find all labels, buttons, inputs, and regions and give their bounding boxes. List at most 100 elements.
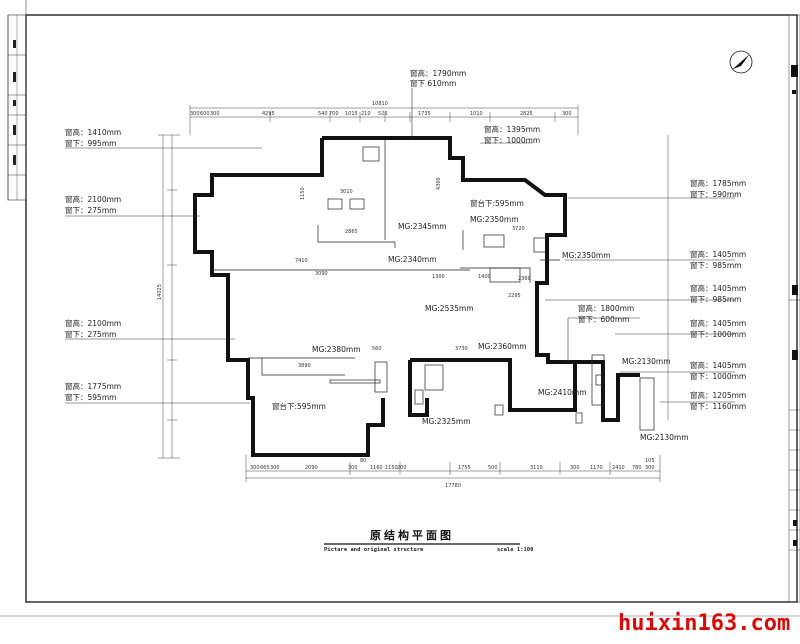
top-dim-4: 540: [318, 111, 328, 117]
inner-dim-8: 1400: [478, 274, 491, 280]
door-height-2535: MG:2535mm: [425, 304, 474, 313]
bottom-dim-0: 300: [250, 465, 260, 471]
drawing-title: 原结构平面图: [370, 528, 454, 542]
door-height-2350a: MG:2350mm: [470, 215, 519, 224]
right-window-2-sill: 窗下：985mm: [690, 260, 741, 270]
window-leader-lines: [65, 88, 735, 420]
bottom-dim-14: 2410: [612, 465, 625, 471]
right-window-1-sill: 窗下：590mm: [690, 189, 741, 199]
top-dim-0: 300: [190, 111, 200, 117]
top-dim-8: 525: [378, 111, 388, 117]
top-dim-6: 1015: [345, 111, 358, 117]
bottom-dim-6: 1160: [370, 465, 383, 471]
mid-window-height: 窗高：1800mm: [578, 303, 634, 313]
inner-dim-2: 2865: [345, 229, 358, 235]
top-total-dimension: 10810: [372, 101, 388, 107]
right-title-strip: [788, 14, 800, 603]
right-window-3-sill: 窗下：985mm: [690, 294, 741, 304]
door-height-2360: MG:2360mm: [478, 342, 527, 351]
mid-window-sill: 窗下：600mm: [578, 314, 629, 324]
bottom-dim-3: 2090: [305, 465, 318, 471]
bottom-dim-17: 105: [645, 458, 655, 464]
top-dim-1: 600: [200, 111, 210, 117]
site-watermark: huixin163.com: [618, 611, 790, 636]
top-dim-9: 1735: [418, 111, 431, 117]
door-height-2130b: MG:2130mm: [640, 433, 689, 442]
left-window-2-height: 窗高：2100mm: [65, 194, 121, 204]
door-height-2410: MG:2410mm: [538, 388, 587, 397]
top-dim-7: 210: [361, 111, 371, 117]
bottom-dim-15: 780: [632, 465, 642, 471]
bottom-dim-16: 300: [645, 465, 655, 471]
bottom-dim-4: 80: [360, 458, 366, 464]
inner-dim-13: 560: [372, 346, 382, 352]
left-window-2-sill: 窗下：275mm: [65, 205, 116, 215]
inner-dim-9: 2369: [518, 276, 531, 282]
bottom-dimension-chain: [245, 455, 661, 482]
bottom-dim-12: 300: [570, 465, 580, 471]
left-window-1-height: 窗高：1410mm: [65, 127, 121, 137]
door-height-2130a: MG:2130mm: [622, 357, 671, 366]
left-dimension-chain: [158, 134, 180, 459]
right-window-4-sill: 窗下：1000mm: [690, 329, 746, 339]
inner-dim-6: 3090: [315, 271, 328, 277]
left-title-strip: [7, 14, 27, 201]
inner-dim-10: 2295: [508, 293, 521, 299]
top-dim-2: 300: [210, 111, 220, 117]
inner-dim-5: 7410: [295, 258, 308, 264]
top-dim-10: 1010: [470, 111, 483, 117]
door-height-2345: MG:2345mm: [398, 222, 447, 231]
right-window-4-height: 窗高：1405mm: [690, 318, 746, 328]
inner-dim-0: 3010: [340, 189, 353, 195]
bottom-dim-10: 500: [488, 465, 498, 471]
sill-note-lower: 窗台下:595mm: [272, 401, 326, 411]
inner-dim-4: 3720: [512, 226, 525, 232]
right-window-2-height: 窗高：1405mm: [690, 249, 746, 259]
bottom-dim-1: 665: [260, 465, 270, 471]
left-window-4-height: 窗高：1775mm: [65, 381, 121, 391]
right-window-1-height: 窗高：1785mm: [690, 178, 746, 188]
top-dim-3: 4295: [262, 111, 275, 117]
left-window-3-sill: 窗下：275mm: [65, 329, 116, 339]
sill-note-upper: 窗台下:595mm: [470, 198, 524, 208]
top-dim-11: 2825: [520, 111, 533, 117]
bottom-total-dimension: 17780: [445, 483, 461, 489]
door-height-2340: MG:2340mm: [388, 255, 437, 264]
left-window-1-sill: 窗下：995mm: [65, 138, 116, 148]
top-dimension-chain: [189, 105, 579, 135]
bottom-dim-2: 300: [270, 465, 280, 471]
right-window-6-height: 窗高：1205mm: [690, 390, 746, 400]
door-height-2325: MG:2325mm: [422, 417, 471, 426]
bottom-dim-13: 1170: [590, 465, 603, 471]
right-window-6-sill: 窗下：1160mm: [690, 401, 746, 411]
top-window-sill: 窗下 610mm: [410, 78, 456, 88]
left-total-dimension: 14025: [157, 284, 163, 300]
bottom-dim-8: 200: [397, 465, 407, 471]
inner-dim-7: 1300: [432, 274, 445, 280]
top-dim-5: 700: [329, 111, 339, 117]
exterior-walls: [193, 136, 640, 457]
left-window-4-sill: 窗下：595mm: [65, 392, 116, 402]
door-height-2350b: MG:2350mm: [562, 251, 611, 260]
bottom-dim-9: 1755: [458, 465, 471, 471]
drawing-border: [25, 14, 798, 603]
door-height-2380: MG:2380mm: [312, 345, 361, 354]
bottom-dim-11: 3110: [530, 465, 543, 471]
north-arrow-icon: [729, 50, 753, 74]
interior-walls: [212, 140, 655, 431]
top-dim-12: 300: [562, 111, 572, 117]
right-window-5-sill: 窗下：1000mm: [690, 371, 746, 381]
right-window-5-height: 窗高：1405mm: [690, 360, 746, 370]
inner-dim-11: 3890: [298, 363, 311, 369]
right-window-3-height: 窗高：1405mm: [690, 283, 746, 293]
top-window-height: 窗高：1790mm: [410, 68, 466, 78]
center-window-height: 窗高：1395mm: [484, 124, 540, 134]
left-window-3-height: 窗高：2100mm: [65, 318, 121, 328]
drawing-subtitle: Picture and original structure: [324, 547, 424, 553]
bottom-dim-7: 1150: [385, 465, 398, 471]
bottom-dim-5: 300: [348, 465, 358, 471]
inner-dim-12: 3730: [455, 346, 468, 352]
inner-dim-1: 1150: [300, 187, 306, 200]
inner-dim-3: 4300: [436, 177, 442, 190]
